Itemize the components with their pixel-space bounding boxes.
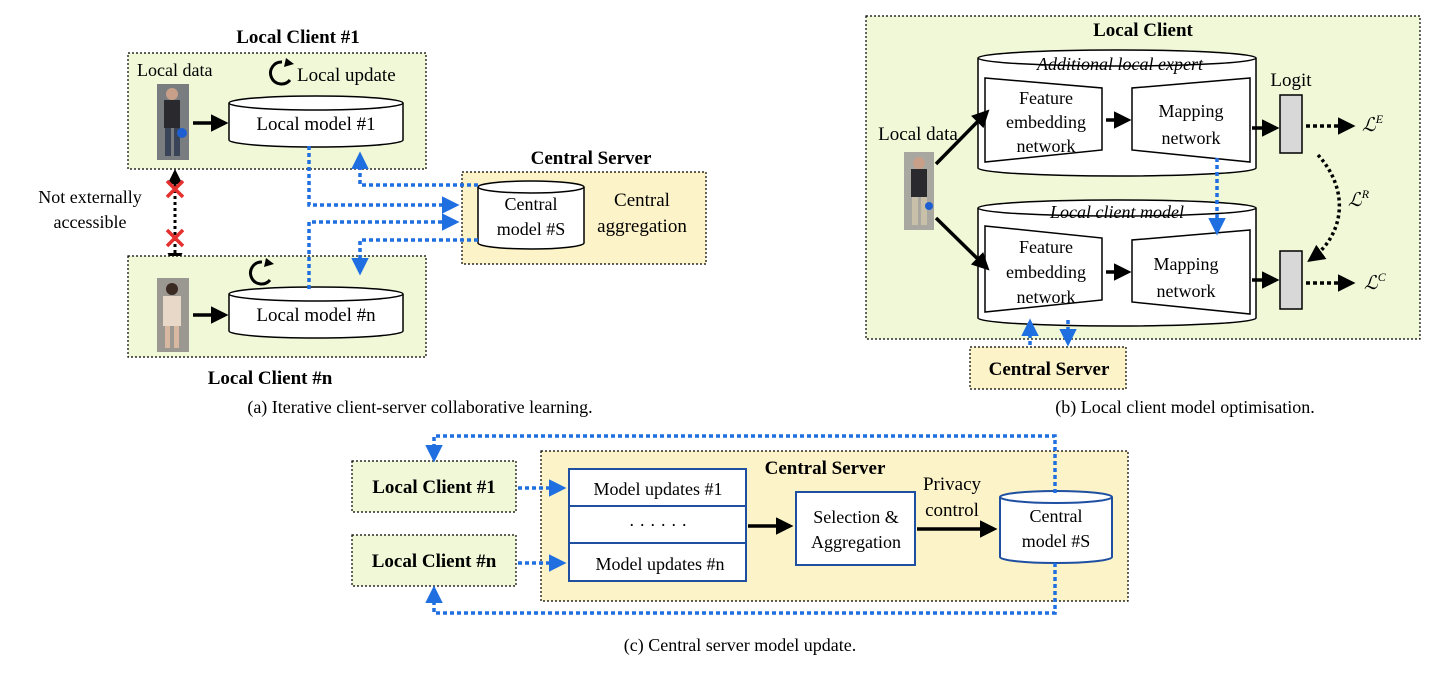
central-model-a-line1: Central [505,194,558,214]
client1-c-label: Local Client #1 [372,477,496,498]
blocked-x-icon-1 [165,179,185,199]
data-to-expert-arrow [934,109,990,166]
local-client-b-title: Local Client [1093,20,1193,41]
not-accessible-line1: Not externally [38,187,141,207]
client1-local-data-label: Local data [137,60,212,80]
selection-line2: Aggregation [811,532,901,552]
central-to-clientn-arrow [425,563,1057,615]
expert-fe-line1: Feature [1019,88,1073,108]
server-b-box [969,346,1127,390]
local-update-icon [269,58,294,86]
selection-aggregation-box [795,491,916,566]
central-model-a-cylinder [477,180,585,250]
client-logit [1279,250,1303,310]
server-a-title: Central Server [531,148,652,169]
panel-b: Local Client Additional local expert Fea… [865,15,1421,418]
expert-feature-network [984,77,1103,163]
client-feature-network [984,225,1103,313]
expert-map-line2: network [1162,128,1221,148]
expert-mapping-network [1131,77,1251,163]
expert-fe-line3: network [1017,136,1076,156]
central-model-c-line1: Central [1030,506,1083,526]
loss-e: ℒE [1362,112,1384,136]
privacy-line2: control [925,500,979,521]
model-updates-n: Model updates #n [596,554,725,574]
client-map-line1: Mapping [1154,254,1219,274]
aggregation-line2: aggregation [597,216,687,237]
expert-label: Additional local expert [1036,54,1204,74]
regularisation-arrow [1307,153,1341,263]
aggregation-line1: Central [614,190,670,211]
person-image-1 [157,84,189,160]
loss-r: ℒR [1348,187,1370,211]
logit-label: Logit [1270,70,1312,91]
local-model-1-cylinder [228,95,404,148]
clientn-c-label: Local Client #n [372,551,497,572]
expert-map-line1: Mapping [1159,101,1224,121]
model-updates-1: Model updates #1 [594,479,723,499]
client-map-line2: network [1157,281,1216,301]
expert-logit [1279,94,1303,154]
caption-c: (c) Central server model update. [624,635,856,656]
clientn-title: Local Client #n [208,368,333,389]
client-fe-line3: network [1017,287,1076,307]
panel-a: Local Client #1 Local data Local update … [38,27,707,418]
loss-c: ℒC [1364,270,1387,294]
local-model-n-label: Local model #n [256,305,376,326]
local-update-icon-n [249,258,274,286]
central-model-a-line2: model #S [497,219,566,239]
clientn-c-box [351,534,517,587]
local-data-b-label: Local data [878,124,958,145]
model-updates-dots: · · · · · · [629,515,687,535]
person-image-n [157,278,189,352]
panel-c: Central Server Local Client #1 Local Cli… [351,434,1129,656]
not-accessible-line2: accessible [54,212,127,232]
expert-fe-line2: embedding [1006,112,1086,132]
person-image-b [904,152,934,230]
local-model-1-label: Local model #1 [256,114,375,135]
local-model-n-cylinder [228,286,404,339]
data-to-client-arrow [934,216,990,271]
caption-a: (a) Iterative client-server collaborativ… [247,397,592,418]
blocked-x-icon-2 [165,228,185,248]
client1-c-box [351,460,517,513]
selection-line1: Selection & [813,507,898,527]
model-updates-box [568,468,747,582]
local-update-label: Local update [297,65,396,86]
central-model-c-line2: model #S [1022,531,1091,551]
caption-b: (b) Local client model optimisation. [1055,397,1314,418]
client-model-label: Local client model [1049,202,1184,222]
privacy-line1: Privacy [923,474,982,495]
client-mapping-network [1131,229,1251,315]
panel-a-blue-arrows [307,146,478,289]
client-fe-line1: Feature [1019,237,1073,257]
client-fe-line2: embedding [1006,262,1086,282]
central-model-c-cylinder [999,490,1113,564]
client1-title: Local Client #1 [236,27,360,48]
central-to-client1-arrow [425,434,1057,493]
server-c-title: Central Server [765,458,886,479]
server-b-label: Central Server [989,359,1110,380]
